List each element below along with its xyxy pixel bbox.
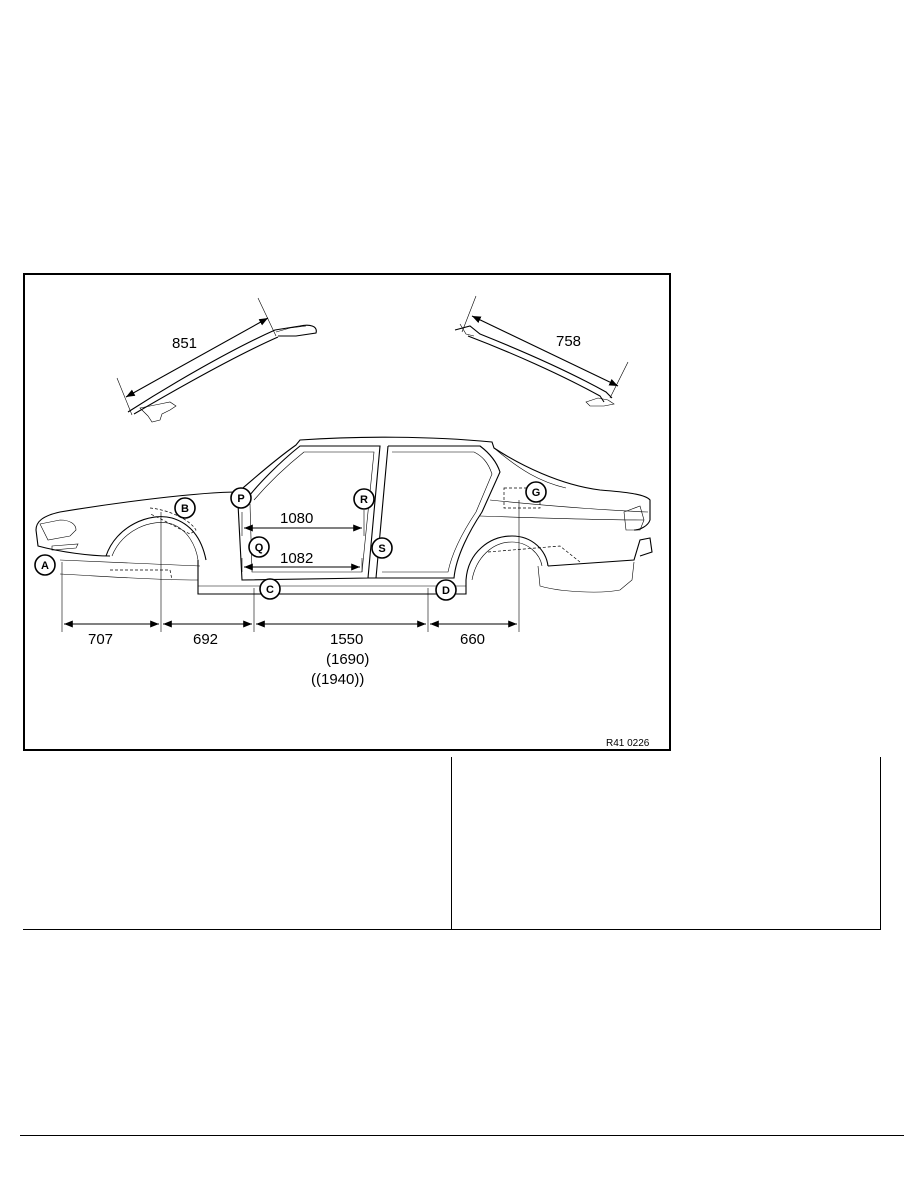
callout-d: D [435, 579, 457, 601]
callout-s: S [371, 537, 393, 559]
footer-rule [20, 1135, 904, 1136]
dimension-label-692: 692 [193, 631, 218, 648]
dimension-label-1940: ((1940)) [311, 671, 364, 688]
svg-text:R: R [360, 494, 368, 506]
table-bottom-rule [23, 929, 881, 930]
svg-text:S: S [378, 543, 385, 555]
svg-text:G: G [532, 487, 541, 499]
callout-g: G [525, 481, 547, 503]
svg-text:C: C [266, 584, 274, 596]
dimension-label-851: 851 [172, 335, 197, 352]
dimension-label-1080: 1080 [280, 510, 313, 527]
svg-text:D: D [442, 585, 450, 597]
dimension-label-758: 758 [556, 333, 581, 350]
dimension-label-1550: 1550 [330, 631, 363, 648]
svg-text:B: B [181, 503, 189, 515]
bottom-dimension-lines [61, 500, 520, 632]
right-border [880, 757, 881, 930]
callout-b: B [174, 497, 196, 519]
dimension-label-660: 660 [460, 631, 485, 648]
car-side-body [35, 436, 653, 595]
dimension-label-1690: (1690) [326, 651, 369, 668]
svg-text:P: P [237, 493, 244, 505]
figure-id: R41 0226 [606, 738, 650, 749]
roof-rail-rear-detail [454, 295, 629, 407]
column-divider [451, 757, 452, 930]
callout-c: C [259, 578, 281, 600]
svg-text:A: A [41, 560, 49, 572]
dimension-label-1082: 1082 [280, 550, 313, 567]
svg-text:Q: Q [255, 542, 264, 554]
figure-frame [23, 273, 671, 751]
callout-a: A [34, 554, 56, 576]
roof-rail-front-detail [116, 297, 317, 423]
callout-r: R [353, 488, 375, 510]
dimension-label-707: 707 [88, 631, 113, 648]
callout-p: P [230, 487, 252, 509]
body-dimension-diagram: 851 758 [34, 295, 653, 749]
callout-q: Q [248, 536, 270, 558]
